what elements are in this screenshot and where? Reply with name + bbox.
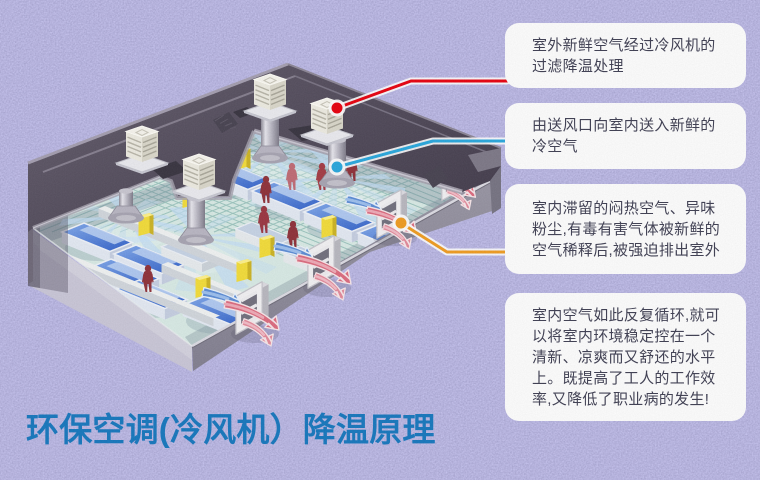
callout-box-fresh-air: 室外新鲜空气经过冷风机的 过滤降温处理: [505, 23, 746, 88]
callout-text-3: 室内滞留的闷热空气、异味 粉尘,有毒有害气体被新鲜的 空气稀释后,被强迫排出室外: [532, 199, 721, 259]
callout-text-1: 室外新鲜空气经过冷风机的 过滤降温处理: [532, 36, 716, 75]
callout-text-4: 室内空气如此反复循环,就可 以将室内环境稳定控在一个 清新、凉爽而又舒还的水平 …: [532, 306, 721, 408]
callout-box-supply-air: 由送风口向室内送入新鲜的 冷空气: [505, 103, 746, 169]
callout-box-exhaust-air: 室内滞留的闷热空气、异味 粉尘,有毒有害气体被新鲜的 空气稀释后,被强迫排出室外: [505, 184, 746, 274]
callout-text-2: 由送风口向室内送入新鲜的 冷空气: [532, 117, 716, 155]
callout-box-circulation: 室内空气如此反复循环,就可 以将室内环境稳定控在一个 清新、凉爽而又舒还的水平 …: [505, 293, 746, 421]
page-title: 环保空调(冷风机）降温原理: [26, 411, 436, 448]
